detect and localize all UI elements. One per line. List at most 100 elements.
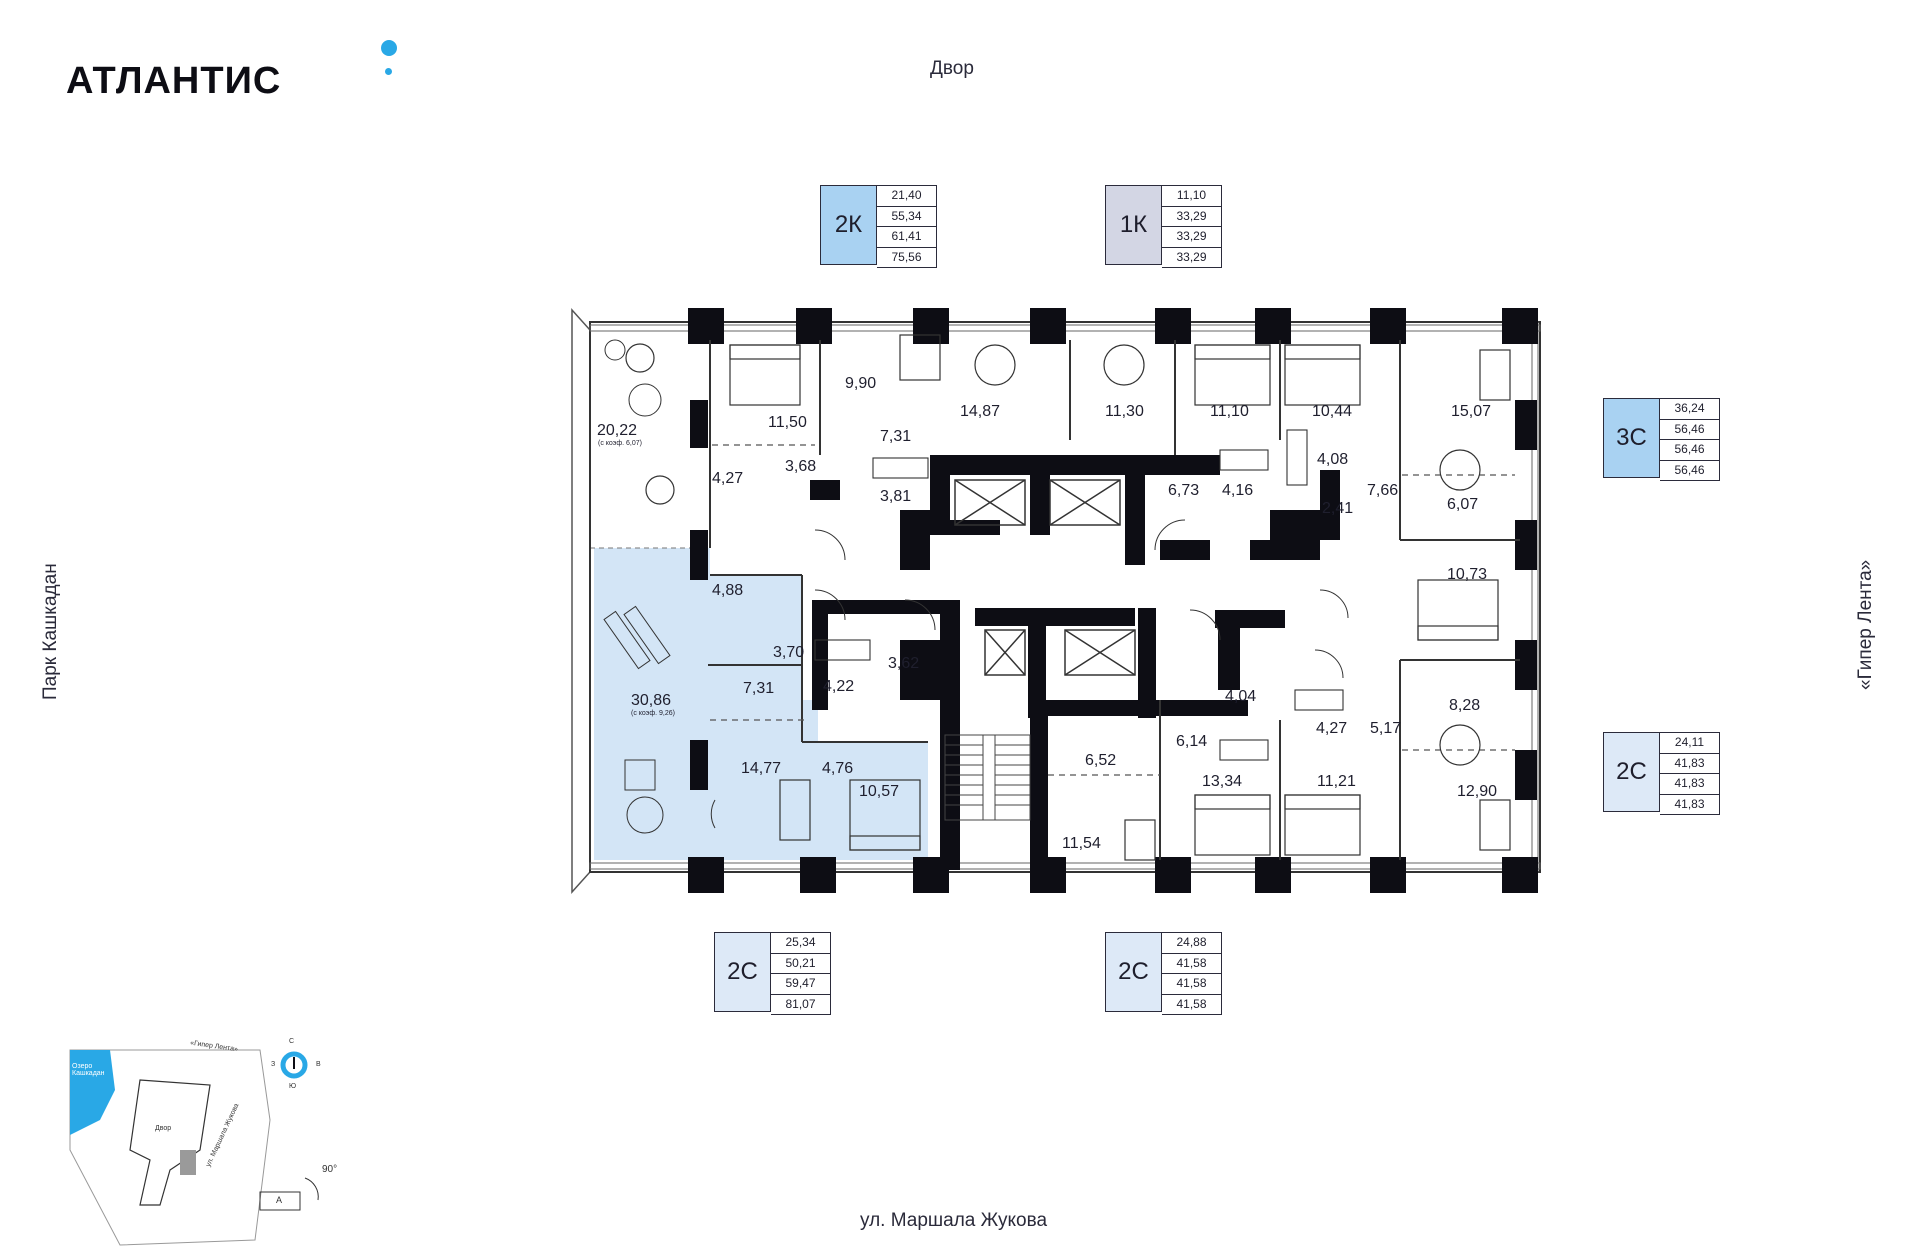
orientation-bottom-label: ул. Маршала Жукова	[860, 1210, 1048, 1231]
room-area: 8,28	[1449, 697, 1481, 714]
rotation-label: 90°	[322, 1164, 338, 1175]
furniture-beds	[729, 344, 1499, 856]
section-label: А	[276, 1195, 283, 1205]
area-value: 59,47	[771, 974, 830, 995]
room-area: 12,90	[1457, 783, 1498, 800]
room-area: 4,08	[1317, 451, 1349, 468]
apartment-areas: 36,24 56,46 56,46 56,46	[1660, 398, 1720, 481]
room-area: 4,04	[1225, 688, 1257, 705]
room-area: 14,77	[741, 760, 782, 777]
area-value: 24,88	[1162, 933, 1221, 954]
area-value: 41,83	[1660, 774, 1719, 795]
apartment-code: 2С	[1603, 732, 1660, 812]
area-value: 41,58	[1162, 974, 1221, 995]
room-area: 15,07	[1451, 403, 1492, 420]
area-value: 56,46	[1674, 462, 1705, 477]
balcony-furniture	[603, 339, 671, 834]
room-area: 6,14	[1176, 733, 1208, 750]
area-value: 41,83	[1660, 754, 1719, 774]
room-area: 11,21	[1317, 773, 1356, 790]
apartment-areas: 11,10 33,29 33,29 33,29	[1162, 185, 1222, 268]
apartment-legend-2c-right[interactable]: 2С 24,11 41,83 41,83 41,83	[1603, 732, 1720, 815]
site-plan-inset	[69, 1049, 319, 1246]
room-area: 3,81	[880, 488, 912, 505]
area-value: 61,41	[877, 227, 936, 248]
room-coef-note: (с коэф. 9,26)	[631, 710, 675, 717]
highlighted-apartment	[594, 548, 928, 860]
area-value: 75,56	[891, 249, 922, 264]
zone-dashes	[710, 444, 1515, 776]
room-area: 6,73	[1168, 482, 1200, 499]
yard-label: Двор	[155, 1125, 172, 1132]
room-area: 14,87	[960, 403, 1001, 420]
room-area: 13,34	[1202, 773, 1243, 790]
area-value: 50,21	[771, 954, 830, 974]
wall-piers-sides	[690, 400, 1537, 800]
area-value: 56,46	[1660, 440, 1719, 461]
area-value: 41,58	[1176, 996, 1207, 1011]
room-area: 4,27	[712, 470, 744, 487]
room-area: 10,57	[859, 783, 900, 800]
bathroom-fixtures	[814, 429, 1344, 761]
room-area: 4,16	[1222, 482, 1254, 499]
wall-piers-bottom	[688, 857, 1538, 893]
area-value: 41,58	[1162, 954, 1221, 974]
apartment-areas: 24,11 41,83 41,83 41,83	[1660, 732, 1720, 815]
apartment-legend-3c[interactable]: 3С 36,24 56,46 56,46 56,46	[1603, 398, 1720, 481]
apartment-code: 2С	[1105, 932, 1162, 1012]
apartment-areas: 21,40 55,34 61,41 75,56	[877, 185, 937, 268]
room-area: 3,68	[785, 458, 817, 475]
apartment-legend-2k[interactable]: 2К 21,40 55,34 61,41 75,56	[820, 185, 937, 268]
room-area: 20,22	[597, 422, 638, 439]
orientation-top-label: Двор	[930, 58, 974, 79]
furniture-sofas	[779, 334, 1511, 861]
apartment-legend-1k[interactable]: 1К 11,10 33,29 33,29 33,29	[1105, 185, 1222, 268]
room-area: 10,44	[1312, 403, 1353, 420]
lake-label: Озеро Кашкадан	[72, 1063, 105, 1077]
area-value: 41,83	[1674, 796, 1705, 811]
area-value: 11,10	[1162, 186, 1221, 207]
room-area: 11,54	[1062, 835, 1101, 852]
room-area: 4,76	[822, 760, 854, 777]
room-area: 3,62	[888, 655, 920, 672]
room-area: 9,90	[845, 375, 877, 392]
apartment-code: 2К	[820, 185, 877, 265]
apartment-legend-2c-bottom-right[interactable]: 2С 24,88 41,58 41,58 41,58	[1105, 932, 1222, 1015]
area-value: 33,29	[1176, 249, 1207, 264]
door-swings	[710, 519, 1349, 829]
area-value: 36,24	[1660, 399, 1719, 420]
room-area: 4,22	[823, 678, 855, 695]
apartment-areas: 25,34 50,21 59,47 81,07	[771, 932, 831, 1015]
apartment-code: 3С	[1603, 398, 1660, 478]
apartment-code: 2С	[714, 932, 771, 1012]
room-area: 7,31	[880, 428, 912, 445]
interior-partitions	[708, 340, 1520, 860]
area-value: 81,07	[785, 996, 816, 1011]
room-coef-note: (с коэф. 6,07)	[598, 440, 642, 447]
compass-west: З	[271, 1061, 276, 1068]
area-value: 33,29	[1162, 227, 1221, 248]
room-area: 7,66	[1367, 482, 1399, 499]
logo-dot-icon	[381, 40, 397, 56]
room-area: 7,31	[743, 680, 775, 697]
room-area: 4,88	[712, 582, 744, 599]
area-value: 56,46	[1660, 420, 1719, 440]
balcony-outline	[571, 308, 591, 894]
staircase	[944, 734, 1031, 821]
area-value: 33,29	[1162, 207, 1221, 227]
compass-east: В	[316, 1061, 321, 1068]
apartment-legend-2c-bottom-left[interactable]: 2С 25,34 50,21 59,47 81,07	[714, 932, 831, 1015]
wall-piers-top	[688, 308, 1538, 344]
area-value: 55,34	[877, 207, 936, 227]
furniture-tables	[625, 343, 1481, 766]
area-value: 25,34	[771, 933, 830, 954]
room-area: 30,86	[631, 692, 672, 709]
room-area: 4,27	[1316, 720, 1348, 737]
apartment-code: 1К	[1105, 185, 1162, 265]
area-value: 24,11	[1660, 733, 1719, 754]
room-area: 5,17	[1370, 720, 1402, 737]
room-area: 6,52	[1085, 752, 1117, 769]
room-area: 6,07	[1447, 496, 1479, 513]
room-area: 10,73	[1447, 566, 1488, 583]
apartment-areas: 24,88 41,58 41,58 41,58	[1162, 932, 1222, 1015]
